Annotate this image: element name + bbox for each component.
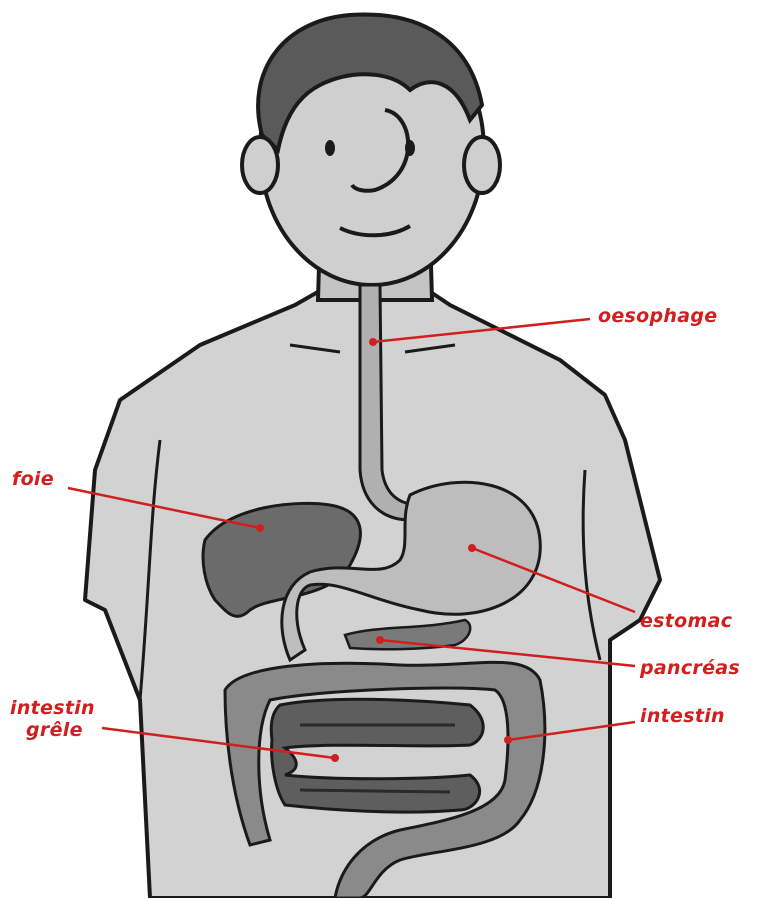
leader-dot-pancreas [376,636,384,644]
label-foie: foie [12,468,54,490]
right-ear [464,137,500,193]
leader-dot-intestin-grele [331,754,339,762]
left-eye [325,140,335,156]
leader-dot-intestin [504,736,512,744]
label-oesophage: oesophage [598,305,717,327]
label-intestin-grele-line1: intestin [10,697,95,719]
left-ear [242,137,278,193]
label-estomac: estomac [640,610,732,632]
label-intestin-grele-line2: grêle [10,719,95,741]
label-intestin: intestin [640,705,725,727]
leader-dot-estomac [468,544,476,552]
small-intestine-fold [300,790,450,792]
label-pancreas: pancréas [640,657,740,679]
label-intestin-grele: intestin grêle [10,697,95,741]
leader-dot-foie [256,524,264,532]
leader-dot-oesophage [369,338,377,346]
